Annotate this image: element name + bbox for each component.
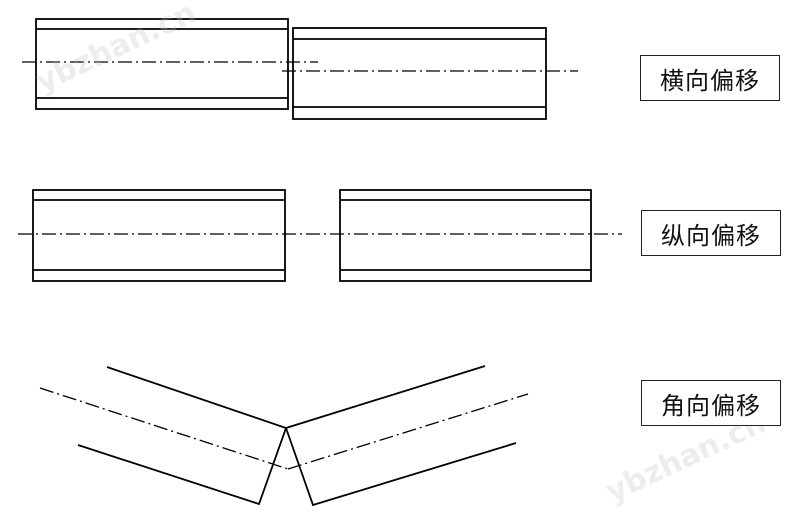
angular-left-centerline xyxy=(39,387,289,470)
label-lateral-offset: 横向偏移 xyxy=(640,55,780,101)
axial-right-shaft xyxy=(339,189,592,282)
angular-left-shaft xyxy=(77,366,288,506)
lateral-right-shaft xyxy=(292,27,547,120)
angular-right-shaft xyxy=(284,365,517,507)
axial-left-shaft xyxy=(32,189,286,282)
label-axial-offset: 纵向偏移 xyxy=(641,210,781,256)
angular-right-centerline xyxy=(287,393,529,470)
lateral-left-shaft xyxy=(35,18,289,110)
label-angular-offset: 角向偏移 xyxy=(641,380,781,426)
